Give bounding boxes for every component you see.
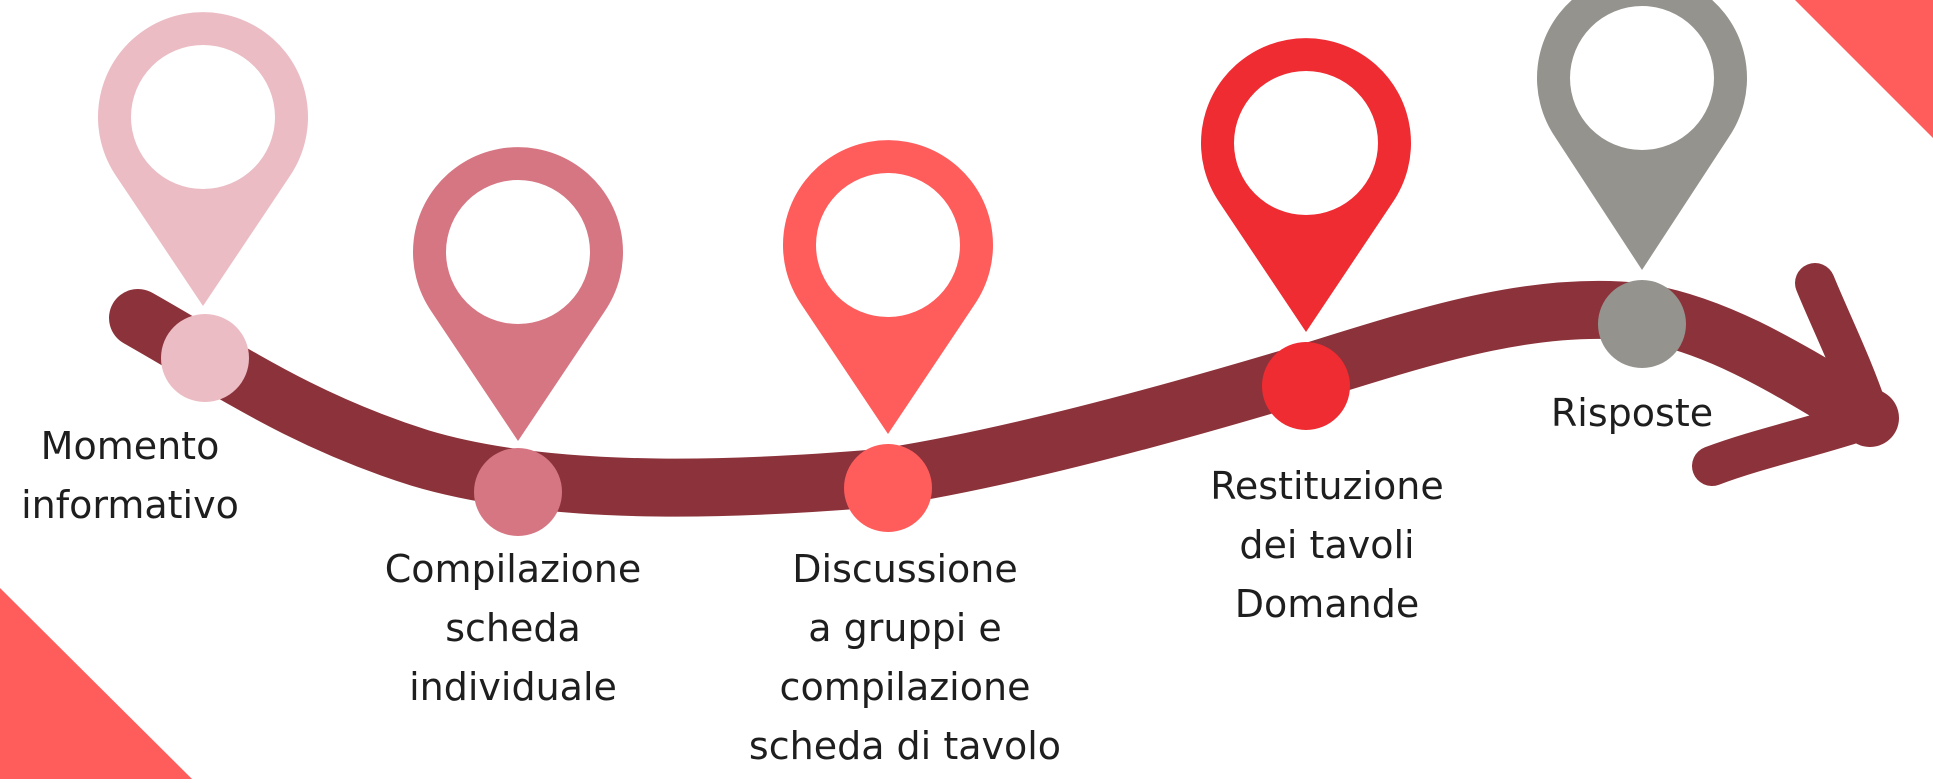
step-3-label: Discussione a gruppi e compilazione sche… xyxy=(735,540,1075,776)
step-1-road-dot xyxy=(161,314,249,402)
step-3-map-pin-icon xyxy=(783,140,994,434)
step-1-label-line-1: Momento xyxy=(40,424,220,468)
step-1-label: Momento informativo xyxy=(10,417,250,535)
step-4-label-line-1: Restituzione xyxy=(1210,464,1444,508)
step-5-map-pin-icon xyxy=(1537,0,1747,270)
step-4-label: Restituzione dei tavoli Domande xyxy=(1177,457,1477,634)
step-3-label-line-1: Discussione xyxy=(792,547,1018,591)
step-2-label-line-3: individuale xyxy=(409,665,617,709)
step-3-label-line-3: compilazione xyxy=(779,665,1031,709)
step-2-label-line-2: scheda xyxy=(445,606,581,650)
step-1-map-pin-icon xyxy=(98,12,309,306)
step-2-road-dot xyxy=(474,448,562,536)
step-5-marker xyxy=(1537,0,1747,368)
step-1-label-line-2: informativo xyxy=(21,483,239,527)
corner-triangle-top-right xyxy=(1795,0,1933,138)
step-3-marker xyxy=(783,140,994,532)
step-5-label-line-1: Risposte xyxy=(1550,391,1714,435)
step-4-marker xyxy=(1201,38,1412,430)
step-3-road-dot xyxy=(844,444,932,532)
step-2-marker xyxy=(413,147,623,536)
step-2-map-pin-icon xyxy=(413,147,623,441)
step-4-road-dot xyxy=(1262,342,1350,430)
step-2-label: Compilazione scheda individuale xyxy=(368,540,658,717)
step-1-marker xyxy=(98,12,309,402)
step-3-label-line-4: scheda di tavolo xyxy=(748,724,1062,768)
step-4-map-pin-icon xyxy=(1201,38,1412,332)
step-5-label: Risposte xyxy=(1522,384,1742,443)
step-4-label-line-3: Domande xyxy=(1234,582,1420,626)
step-2-label-line-1: Compilazione xyxy=(384,547,642,591)
step-3-label-line-2: a gruppi e xyxy=(808,606,1002,650)
road-arrow-lower-stroke xyxy=(1692,398,1890,486)
step-5-road-dot xyxy=(1598,280,1686,368)
step-4-label-line-2: dei tavoli xyxy=(1239,523,1415,567)
corner-triangle-bottom-left xyxy=(0,588,192,779)
